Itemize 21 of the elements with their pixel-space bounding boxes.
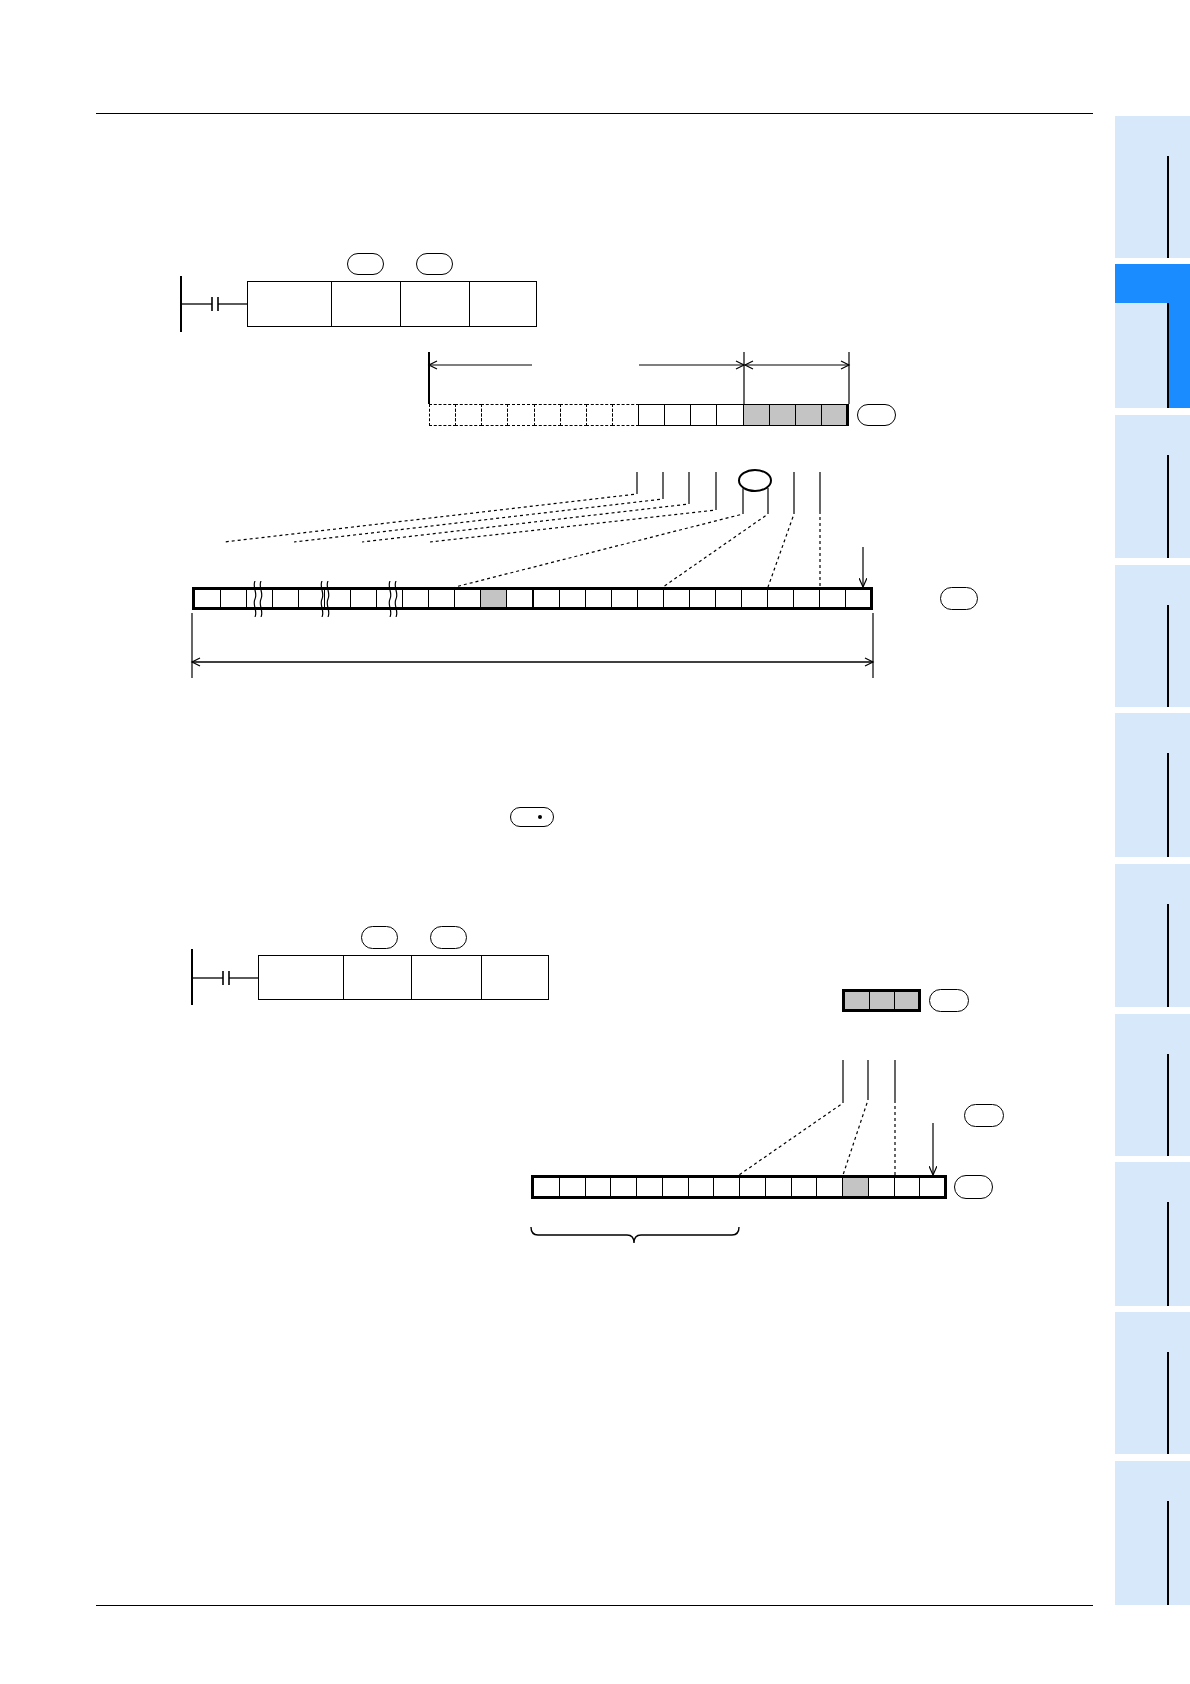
leader-line <box>767 471 795 588</box>
leader-line <box>842 1059 869 1176</box>
instruction-cell <box>343 955 412 1000</box>
bit-register <box>429 404 849 426</box>
instruction-cell <box>400 281 470 327</box>
bit-register <box>192 587 873 610</box>
instruction-cell <box>247 281 332 327</box>
instruction-cell <box>258 955 344 1000</box>
arrow <box>858 546 868 588</box>
leader-line <box>738 1059 844 1176</box>
instruction-cell <box>481 955 549 1000</box>
instruction-cell <box>411 955 482 1000</box>
arrow <box>928 1122 938 1176</box>
instruction-cell <box>469 281 537 327</box>
leader-line <box>819 471 821 588</box>
leader-line <box>894 1059 896 1176</box>
leader-line <box>662 487 769 588</box>
bit-register <box>531 1175 947 1199</box>
instruction-cell <box>331 281 401 327</box>
bit-register <box>842 989 921 1012</box>
circle-marker <box>738 469 772 492</box>
